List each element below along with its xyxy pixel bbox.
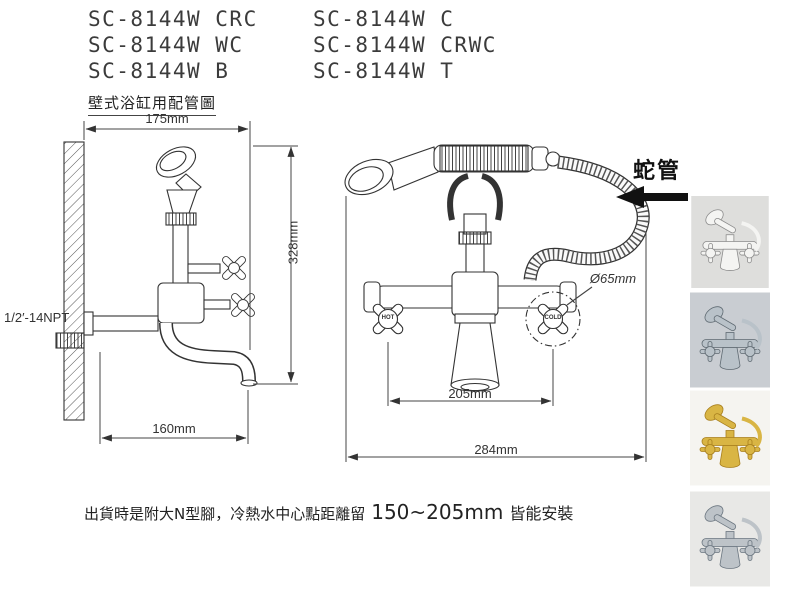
side-spout	[159, 322, 258, 387]
model-number: SC-8144W CRC	[88, 7, 258, 31]
diameter-leader	[566, 286, 593, 306]
side-cross-handle-top	[222, 256, 246, 280]
model-number: SC-8144W B	[88, 59, 230, 83]
diagram-title: 壁式浴缸用配管圖	[88, 92, 217, 116]
note-range: 150~205mm	[371, 500, 504, 524]
hose-label: 蛇管	[633, 159, 682, 184]
product-photo-white	[690, 196, 770, 288]
model-number: SC-8144W T	[313, 59, 455, 83]
mini-faucet	[699, 505, 761, 569]
model-number: SC-8144W CRWC	[313, 33, 497, 57]
left-side-view	[55, 141, 258, 421]
product-photo-gold	[690, 390, 770, 486]
product-photo-chrome-2	[690, 490, 770, 588]
product-photo-chrome	[690, 292, 770, 388]
dim-328mm: 328mm	[285, 220, 301, 265]
npt-thread-fitting	[55, 332, 85, 349]
dim-160mm: 160mm	[152, 421, 196, 436]
side-cross-handle-bottom	[231, 293, 255, 317]
cold-label: COLD	[544, 315, 562, 321]
model-list: SC-8144W CRC SC-8144W C SC-8144W WC SC-8…	[88, 6, 497, 84]
model-number: SC-8144W WC	[88, 33, 244, 57]
dim-175mm: 175mm	[145, 111, 189, 126]
flex-hose	[523, 155, 650, 281]
mini-faucet	[700, 209, 760, 271]
hot-cross-handle	[372, 303, 404, 335]
side-valve-body	[55, 263, 231, 349]
thread-spec-label: 1/2′-14NPT	[4, 310, 70, 325]
diameter-centerline	[525, 291, 581, 347]
dimension-lines-left	[83, 121, 298, 444]
diverter-cone	[450, 322, 500, 386]
dim-diameter-65mm: Ø65mm	[589, 271, 637, 286]
model-row: SC-8144W CRC SC-8144W C	[88, 6, 497, 32]
side-hand-shower	[155, 146, 202, 286]
front-body	[363, 271, 577, 392]
model-row: SC-8144W WC SC-8144W CRWC	[88, 32, 497, 58]
mini-faucet	[699, 306, 761, 370]
dimension-lines-front	[345, 196, 647, 462]
model-row: SC-8144W B SC-8144W T	[88, 58, 497, 84]
note-suffix: 皆能安裝	[509, 504, 574, 523]
front-view	[344, 144, 650, 392]
model-number: SC-8144W C	[313, 7, 455, 31]
shower-cradle	[447, 173, 503, 279]
front-hand-shower	[344, 144, 561, 196]
mini-faucet	[699, 404, 761, 468]
dim-284mm: 284mm	[474, 442, 518, 457]
hose-arrow-icon	[616, 186, 688, 208]
dim-205mm: 205mm	[448, 386, 492, 401]
shipping-note: 出貨時是附大N型腳，冷熱水中心點距離留 150~205mm 皆能安裝	[84, 500, 573, 524]
cold-cross-handle	[537, 303, 569, 335]
note-prefix: 出貨時是附大N型腳，冷熱水中心點距離留	[84, 505, 366, 523]
hot-label: HOT	[381, 315, 395, 321]
wall-hatch	[63, 141, 85, 421]
